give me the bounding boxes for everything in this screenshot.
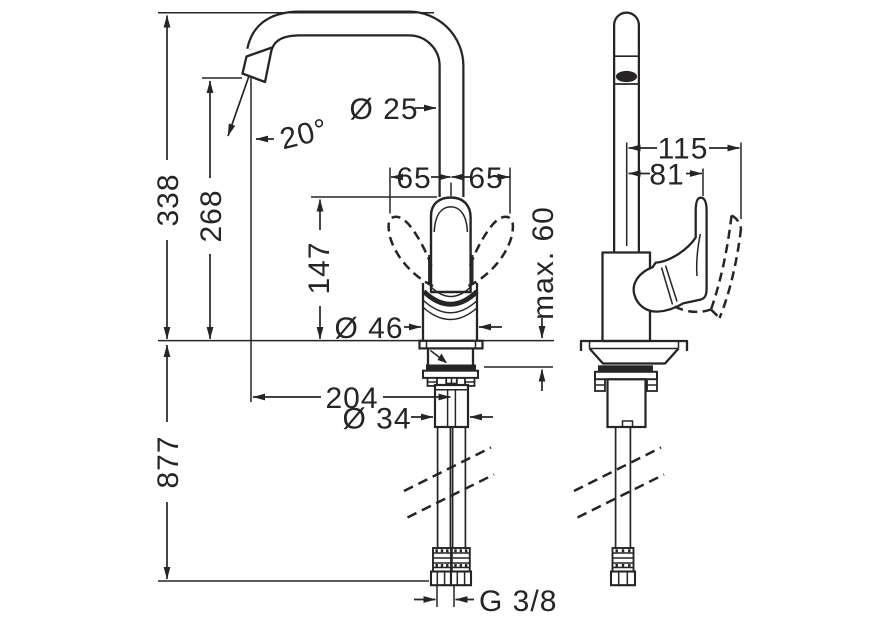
aerator-opening xyxy=(615,70,638,83)
dim-label-268: 268 xyxy=(195,189,228,242)
dim-swivel-range: 65 65 xyxy=(389,162,511,214)
swivel-ring xyxy=(422,289,479,307)
gasket-side xyxy=(598,365,653,372)
dim-hose-length: 877 xyxy=(152,344,429,582)
dim-label-connection: G 3/8 xyxy=(479,585,557,618)
handle-side xyxy=(632,196,708,313)
dim-label-204: 204 xyxy=(325,382,378,415)
dim-label-81: 81 xyxy=(649,159,684,192)
hose-nut xyxy=(429,570,473,587)
dim-max-counter-thickness: max. 60 xyxy=(484,206,560,391)
dim-label-max-thickness: max. 60 xyxy=(527,206,560,320)
dim-side-reach-open: 115 xyxy=(625,133,742,246)
dim-outlet-height: 268 xyxy=(195,77,242,340)
shank-side xyxy=(606,378,647,429)
supply-hose-side xyxy=(573,427,665,587)
dim-label-147: 147 xyxy=(303,241,336,294)
front-view xyxy=(158,10,554,587)
dim-overall-height: 338 xyxy=(152,11,434,340)
dim-spout-diameter: Ø 25 xyxy=(349,93,437,126)
dim-label-115: 115 xyxy=(658,133,709,166)
shank xyxy=(433,383,470,429)
dim-projection: 204 xyxy=(252,382,451,415)
escutcheon-side xyxy=(579,339,689,365)
dim-outlet-angle: 20° xyxy=(227,75,332,402)
dimensions: 338 268 147 877 Ø 25 xyxy=(152,11,742,618)
dim-side-reach: 81 xyxy=(628,159,704,196)
clamp-plate-side xyxy=(594,370,658,381)
side-view xyxy=(573,11,743,587)
escutcheon xyxy=(418,339,484,350)
mounting-hardware xyxy=(422,348,479,429)
spout-outlet-collar xyxy=(241,46,274,84)
dim-handle-height: 147 xyxy=(303,196,437,340)
handle-swivel-range xyxy=(387,215,515,288)
handle xyxy=(422,196,479,321)
hose-break-mark xyxy=(573,446,665,519)
dim-label-angle: 20° xyxy=(277,113,332,157)
gasket xyxy=(426,364,476,371)
dim-label-swivel-left: 65 xyxy=(396,162,431,195)
hose-fitting xyxy=(432,547,471,573)
dim-base-diameter: Ø 46 xyxy=(334,312,502,345)
dim-label-shank-diameter: Ø 34 xyxy=(342,403,411,436)
dim-label-swivel-right: 65 xyxy=(468,162,503,195)
handle-side-open-position xyxy=(673,214,743,319)
mounting-hardware-side xyxy=(594,365,658,429)
supply-hoses xyxy=(403,427,495,587)
dim-label-877: 877 xyxy=(152,435,185,488)
dim-connection-thread: G 3/8 xyxy=(414,585,557,618)
dim-label-338: 338 xyxy=(152,173,185,226)
spout xyxy=(241,10,465,197)
hose-nut-side xyxy=(609,570,637,587)
hose-fitting-side xyxy=(611,547,635,573)
dim-label-spout-diameter: Ø 25 xyxy=(349,93,418,126)
clamp-plate xyxy=(422,369,479,379)
dim-shank-diameter: Ø 34 xyxy=(342,403,493,436)
dim-label-base-diameter: Ø 46 xyxy=(334,312,403,345)
hose-break-mark xyxy=(403,446,495,519)
